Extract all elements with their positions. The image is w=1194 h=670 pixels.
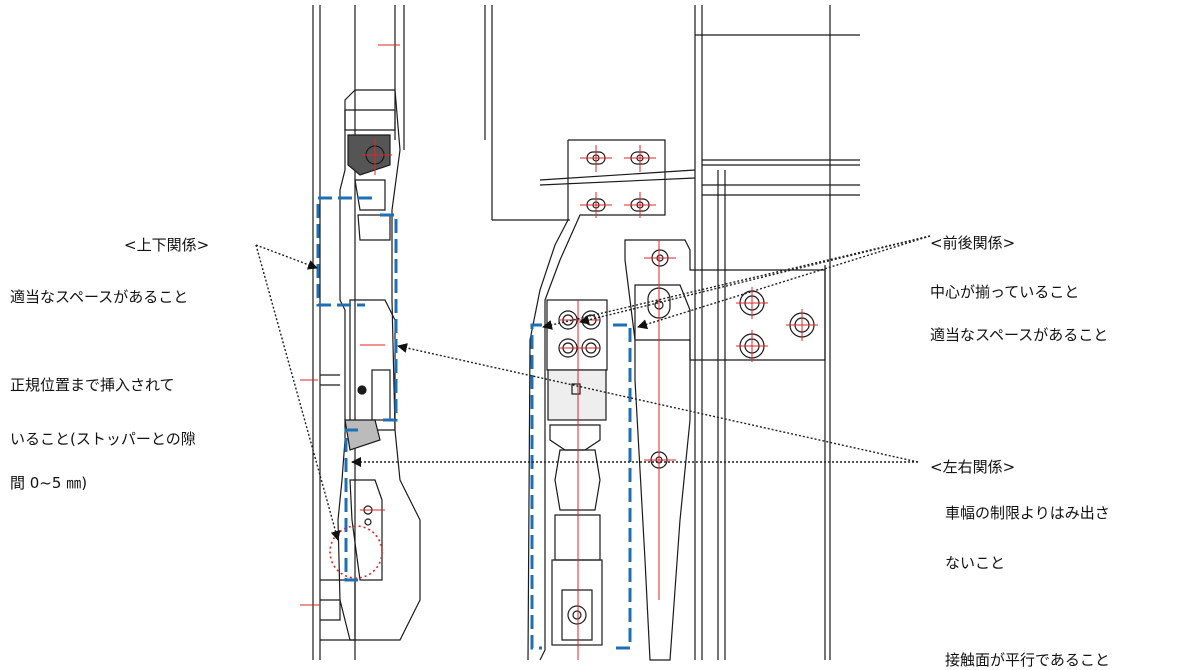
vertical-space-box: [316, 196, 372, 307]
left-right-relation-note2: ないこと: [945, 554, 1006, 572]
left-right-relation-heading: <左右関係>: [930, 458, 1016, 476]
front-back-relation-heading: <前後関係>: [930, 234, 1016, 252]
arrow-leftright-1: [397, 343, 919, 463]
front-back-relation-note1: 中心が揃っていること: [930, 283, 1080, 301]
side-clearance-box: [380, 213, 398, 422]
vertical-relation-note: 適当なスペースがあること: [10, 288, 189, 306]
insertion-note-line1: 正規位置まで挿入されて: [10, 376, 175, 394]
contact-surface-note: 接触面が平行であること: [945, 651, 1110, 669]
arrow-vertical-to-box: [255, 244, 318, 270]
front-back-relation-note2: 適当なスペースがあること: [930, 326, 1109, 344]
arrow-frontback-3: [637, 235, 931, 330]
side-view: [312, 5, 421, 660]
vertical-relation-heading: <上下関係>: [124, 236, 210, 254]
stopper-focus-circle: [329, 525, 383, 579]
insertion-note-line2: いること(ストッパーとの隙: [10, 430, 196, 448]
leader-lines: [255, 235, 931, 541]
side-view-centerlines: [300, 44, 400, 606]
arrow-frontback-2: [579, 235, 931, 325]
left-right-relation-note1: 車幅の制限よりはみ出さ: [945, 504, 1110, 522]
arrow-vertical-to-circle: [255, 244, 341, 541]
front-view: [484, 5, 860, 661]
insertion-note-line3: 間 0~5 ㎜): [10, 474, 88, 492]
front-view-centerlines: [560, 145, 818, 660]
hinge-left-box: [530, 323, 542, 650]
highlight-boxes: [316, 196, 632, 650]
hinge-right-box: [613, 323, 632, 650]
stopper-gap-box: [344, 428, 358, 582]
arrow-frontback-1: [542, 235, 931, 330]
